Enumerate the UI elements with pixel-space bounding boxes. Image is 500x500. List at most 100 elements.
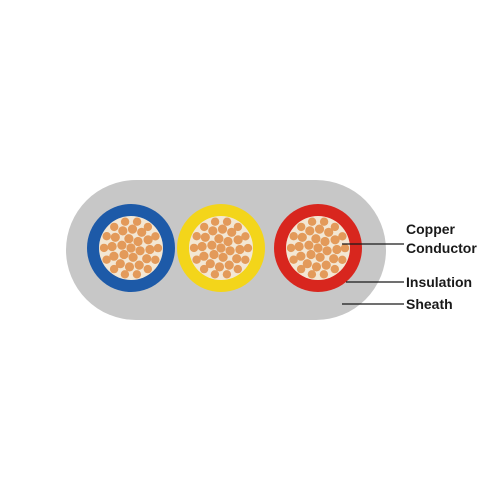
core-blue: [87, 204, 175, 292]
copper-strand: [197, 241, 207, 252]
copper-strand: [110, 232, 120, 242]
copper-strand: [302, 259, 312, 269]
copper-strand: [192, 255, 201, 264]
copper-strand: [143, 235, 153, 245]
copper-strand: [322, 246, 332, 256]
copper-strand: [124, 234, 134, 244]
copper-strand: [286, 243, 296, 253]
copper-strand: [321, 260, 331, 270]
copper-strand: [218, 252, 228, 262]
copper-strand: [330, 235, 340, 245]
copper-strand: [332, 244, 342, 255]
copper-strand: [200, 222, 209, 232]
leader-lines: [342, 243, 404, 305]
copper-strand: [99, 243, 109, 253]
copper-strand: [199, 264, 209, 274]
copper-strand: [115, 259, 125, 269]
copper-strand: [134, 260, 144, 270]
copper-strand: [143, 222, 153, 232]
insulation-label: Insulation: [406, 274, 473, 290]
copper-strand: [297, 222, 306, 232]
copper-strand: [222, 217, 232, 226]
copper-strand: [296, 251, 306, 261]
conductor-label: Conductor: [406, 240, 477, 256]
copper-strand: [315, 252, 325, 262]
copper-strand: [210, 270, 220, 279]
copper-strand: [338, 232, 347, 241]
copper-strand: [132, 270, 142, 279]
copper-strand: [126, 243, 136, 253]
copper-strand: [119, 249, 129, 260]
copper-strand: [340, 243, 350, 253]
copper-strand: [192, 232, 201, 241]
copper-strand: [117, 240, 127, 250]
copper-strand: [151, 255, 160, 264]
copper-label: Copper: [406, 221, 455, 237]
copper-strand: [225, 246, 235, 256]
copper-strand: [227, 227, 237, 237]
copper-strand: [330, 264, 339, 274]
copper-strand: [135, 246, 145, 256]
copper-strand: [338, 255, 347, 264]
core-yellow: [177, 204, 265, 292]
copper-strand: [189, 243, 199, 253]
copper-strand: [207, 240, 217, 250]
copper-strand: [224, 260, 234, 270]
core-red: [274, 204, 362, 292]
copper-strand: [110, 222, 119, 232]
copper-strand: [324, 227, 334, 237]
copper-strand: [214, 234, 224, 244]
copper-strand: [313, 243, 323, 253]
copper-strand: [297, 232, 307, 242]
copper-strand: [216, 243, 226, 253]
copper-strand: [319, 270, 329, 279]
copper-strand: [305, 226, 315, 236]
copper-strand: [311, 234, 321, 244]
copper-strand: [320, 236, 330, 247]
copper-strand: [243, 243, 253, 253]
copper-strand: [109, 264, 119, 274]
copper-strand: [329, 254, 339, 264]
copper-strand: [109, 251, 119, 261]
copper-strand: [241, 255, 250, 264]
copper-strand: [107, 241, 117, 252]
copper-strand: [205, 259, 215, 269]
copper-strand: [210, 217, 220, 226]
copper-strand: [209, 249, 219, 260]
copper-strand: [208, 226, 218, 236]
copper-strand: [289, 255, 298, 264]
copper-strand: [200, 232, 210, 242]
copper-strand: [294, 241, 304, 252]
copper-strand: [233, 235, 243, 245]
copper-strand: [127, 224, 138, 234]
copper-strand: [235, 244, 245, 255]
copper-strand: [233, 222, 243, 232]
copper-strand: [145, 244, 155, 255]
copper-strand: [118, 226, 128, 236]
copper-strand: [143, 264, 152, 274]
copper-strand: [307, 270, 317, 279]
sheath-label: Sheath: [406, 296, 453, 312]
copper-strand: [142, 254, 152, 264]
copper-strand: [314, 224, 325, 234]
copper-strand: [222, 270, 232, 279]
copper-strand: [289, 232, 298, 241]
copper-strand: [120, 217, 130, 226]
copper-strand: [233, 264, 242, 274]
copper-strand: [223, 236, 233, 247]
cores-group: [87, 204, 362, 292]
copper-strand: [137, 227, 147, 237]
copper-strand: [153, 243, 163, 253]
copper-strand: [133, 236, 143, 247]
copper-strand: [307, 217, 317, 226]
copper-strand: [319, 217, 329, 226]
copper-strand: [304, 240, 314, 250]
copper-strand: [132, 217, 142, 226]
copper-strand: [296, 264, 306, 274]
copper-strand: [102, 232, 111, 241]
copper-strand: [102, 255, 111, 264]
copper-strand: [151, 232, 160, 241]
copper-strand: [330, 222, 340, 232]
